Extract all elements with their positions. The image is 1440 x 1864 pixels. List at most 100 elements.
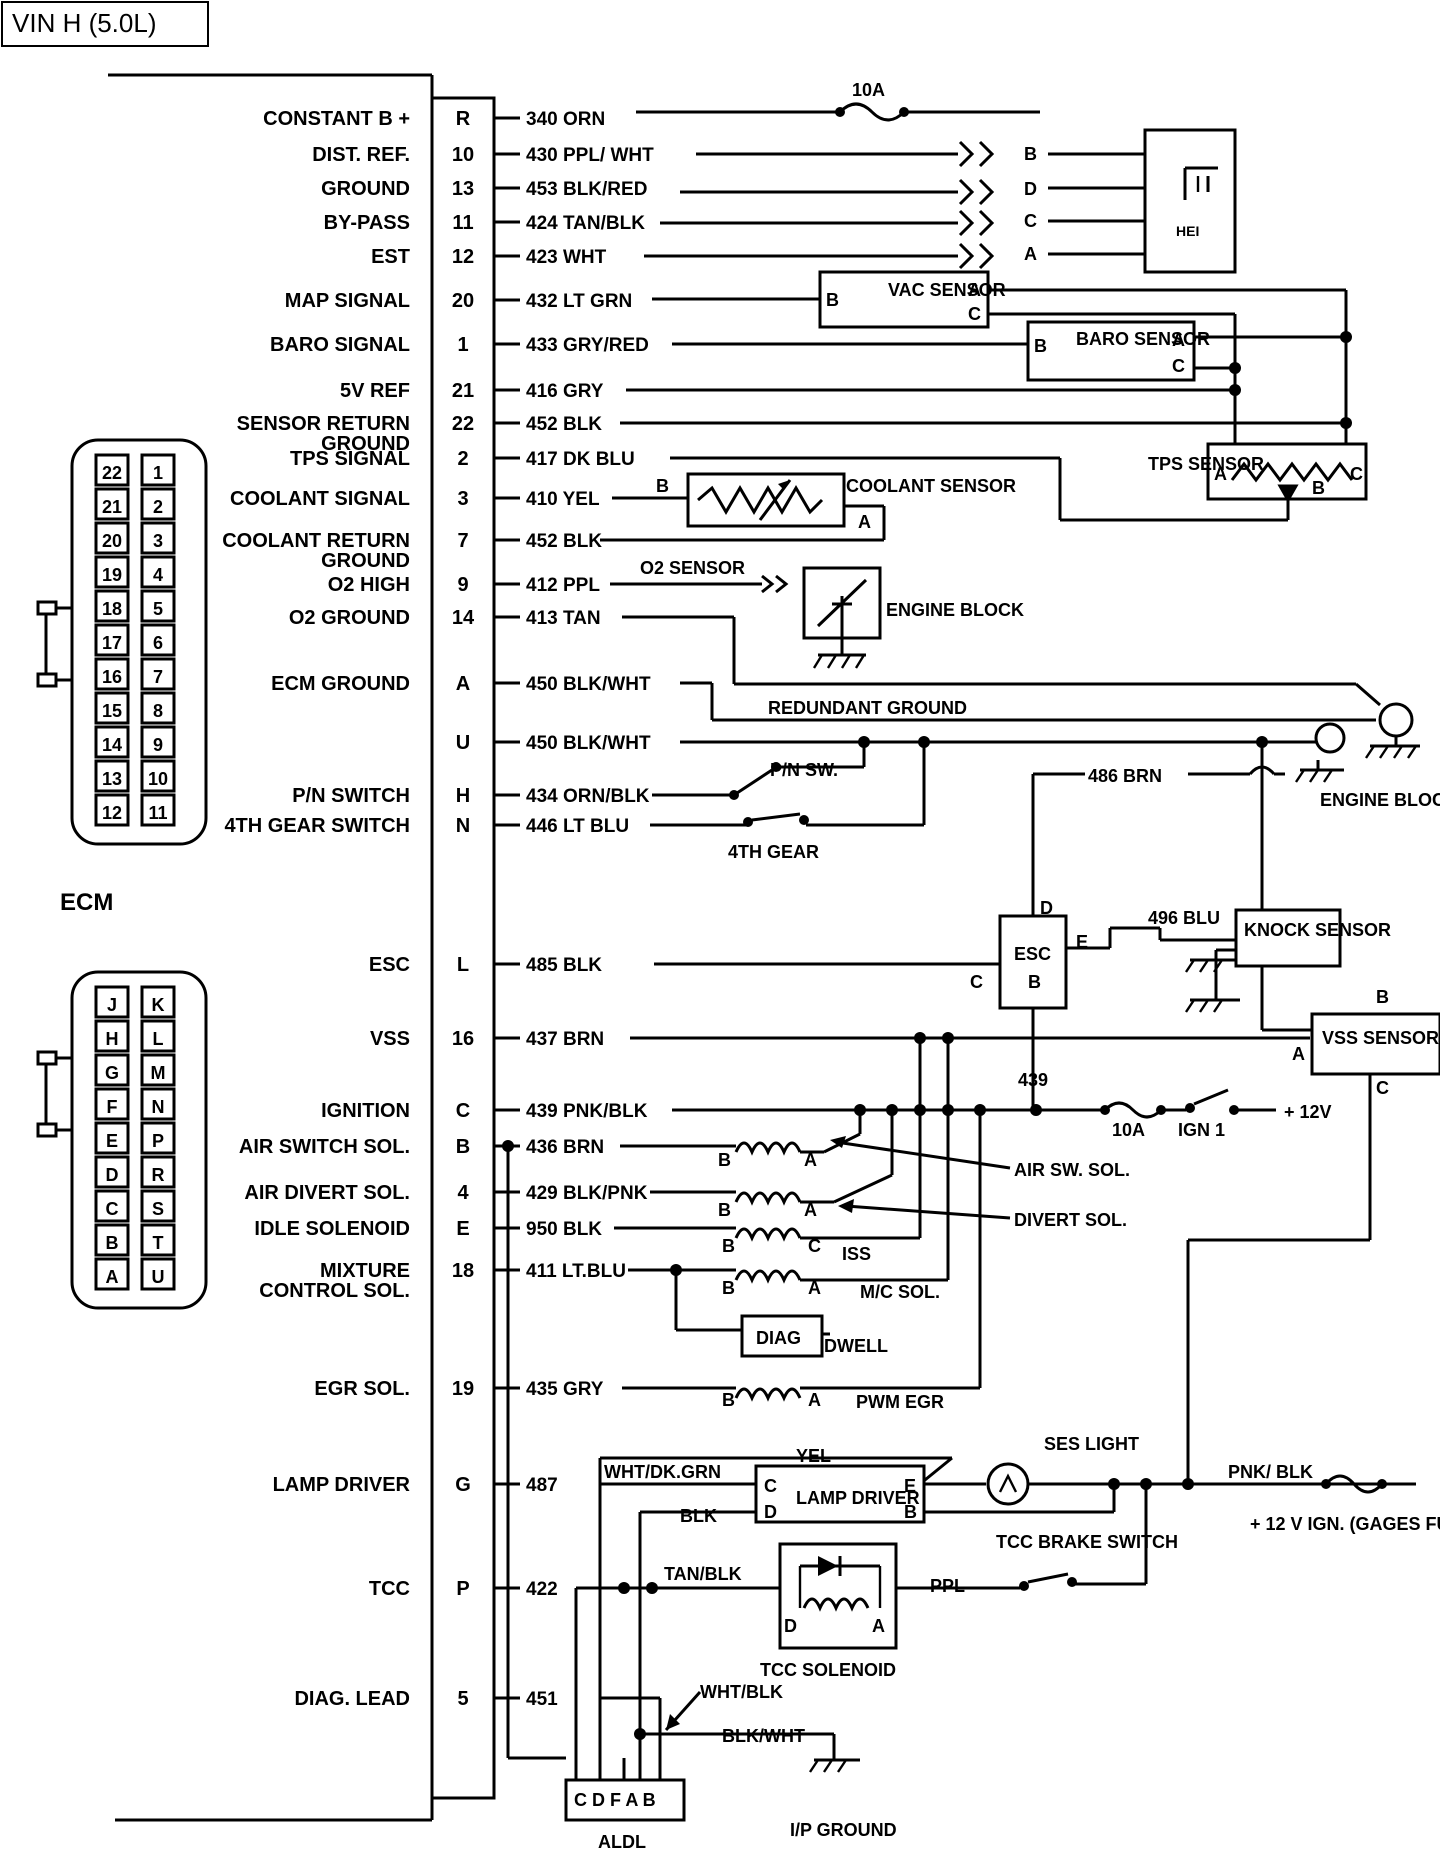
connector-cell: 7 <box>153 667 163 687</box>
iss-b: B <box>722 1236 735 1256</box>
terminal-pin: 16 <box>452 1028 474 1050</box>
iss-c: C <box>808 1236 821 1256</box>
terminal-pin: C <box>456 1100 470 1122</box>
terminal-pin: N <box>456 815 470 837</box>
wire-label: 417 DK BLU <box>526 449 635 470</box>
pwm-egr-label: PWM EGR <box>856 1392 944 1412</box>
connector-cell: 18 <box>102 599 122 619</box>
baro-sensor <box>672 320 1352 382</box>
wire-label: 436 BRN <box>526 1137 604 1158</box>
terminal-function: AIR SWITCH SOL. <box>239 1136 410 1158</box>
iss-label: ISS <box>842 1244 871 1264</box>
tcc-solenoid-label: TCC SOLENOID <box>760 1660 896 1680</box>
lamp-pin-d: D <box>764 1502 777 1522</box>
diag-label: DIAG <box>756 1328 801 1348</box>
connector-cell: 3 <box>153 531 163 551</box>
vac-sensor-label: VAC SENSOR <box>888 280 1006 300</box>
coolant-pin-b: B <box>656 476 669 496</box>
blk-wht-label: BLK/WHT <box>722 1726 805 1746</box>
tps-pin-c: C <box>1350 464 1363 484</box>
hei-pin-d: D <box>1024 179 1037 199</box>
hei-label: HEI <box>1176 223 1199 239</box>
esc-label: ESC <box>1014 944 1051 964</box>
connector-cell: B <box>106 1233 119 1253</box>
wire-label: 433 GRY/RED <box>526 335 649 356</box>
connector-cell: 1 <box>153 463 163 483</box>
wire-label: 416 GRY <box>526 381 604 402</box>
wire-label: 411 LT.BLU <box>526 1261 626 1282</box>
fuse-10a-ign-label: 10A <box>1112 1120 1145 1140</box>
wht-dkgrn-label: WHT/DK.GRN <box>604 1462 721 1482</box>
coolant-sensor-label: COOLANT SENSOR <box>846 476 1016 496</box>
connector-cell: 5 <box>153 599 163 619</box>
esc-module <box>654 765 1342 1110</box>
redundant-ground-label: REDUNDANT GROUND <box>768 698 967 718</box>
vss-pin-a: A <box>1292 1044 1305 1064</box>
wire-label: 435 GRY <box>526 1379 604 1400</box>
hei-pin-b: B <box>1024 144 1037 164</box>
title-box <box>1 1 209 47</box>
terminal-function: CONTROL SOL. <box>259 1280 410 1302</box>
connector-cell: J <box>107 995 117 1015</box>
ses-light-label: SES LIGHT <box>1044 1434 1139 1454</box>
vss-pin-c: C <box>1376 1078 1389 1098</box>
connector-cell: 17 <box>102 633 122 653</box>
terminal-function: EGR SOL. <box>314 1378 410 1400</box>
tps-label: TPS SENSOR <box>1148 454 1264 474</box>
connector-cell: 6 <box>153 633 163 653</box>
yel-label: YEL <box>796 1446 831 1466</box>
lamp-pin-b: B <box>904 1502 917 1522</box>
wire-label: 429 BLK/PNK <box>526 1183 648 1204</box>
connector-cell: E <box>106 1131 118 1151</box>
connector-cell: 4 <box>153 565 163 585</box>
blk-label: BLK <box>680 1506 717 1526</box>
connector-cell: 10 <box>148 769 168 789</box>
coolant-sensor <box>600 472 886 542</box>
egr-b: B <box>722 1390 735 1410</box>
knock-sensor-label: KNOCK SENSOR <box>1244 920 1391 940</box>
connector-cell: 20 <box>102 531 122 551</box>
connector-cell: G <box>105 1063 119 1083</box>
connector-cell: 21 <box>102 497 122 517</box>
tcc-pin-a: A <box>872 1616 885 1636</box>
connector-cell: S <box>152 1199 164 1219</box>
esc-pin-c: C <box>970 972 983 992</box>
connector-cell: F <box>107 1097 118 1117</box>
terminal-pin: R <box>456 108 471 130</box>
connector-cell: 16 <box>102 667 122 687</box>
connector-cell: 15 <box>102 701 122 721</box>
connector-cell: 8 <box>153 701 163 721</box>
terminal-pin: G <box>455 1474 471 1496</box>
terminal-pin: L <box>457 954 469 976</box>
terminal-function: AIR DIVERT SOL. <box>244 1182 410 1204</box>
divert-b: B <box>718 1200 731 1220</box>
fuse-10a-label: 10A <box>852 80 885 100</box>
pn-switch <box>650 742 926 827</box>
vac-pin-a: A <box>968 280 981 300</box>
mc-sol-label: M/C SOL. <box>860 1282 940 1302</box>
connector-cell: N <box>152 1097 165 1117</box>
baro-pin-a: A <box>1172 330 1185 350</box>
wire-label: 452 BLK <box>526 414 602 435</box>
connector-cell: 11 <box>148 803 167 823</box>
wire-label: 413 TAN <box>526 608 601 629</box>
air-sw-b: B <box>718 1150 731 1170</box>
wire-label: 950 BLK <box>526 1219 602 1240</box>
wire-label: 434 ORN/BLK <box>526 786 650 807</box>
wire-label: 340 ORN <box>526 109 605 130</box>
fourth-gear-label: 4TH GEAR <box>728 842 819 862</box>
terminal-pin: 13 <box>452 178 474 200</box>
wire-label: 422 <box>526 1579 558 1600</box>
terminal-function: IGNITION <box>321 1100 410 1122</box>
terminal-function: O2 HIGH <box>328 574 410 596</box>
terminal-pin: 12 <box>452 246 474 268</box>
connector-cell: A <box>106 1267 119 1287</box>
terminal-function: MAP SIGNAL <box>285 290 410 312</box>
terminal-function: P/N SWITCH <box>292 785 410 807</box>
terminal-function: VSS <box>370 1028 410 1050</box>
terminal-function: COOLANT RETURN <box>222 530 410 552</box>
terminal-function: GROUND <box>321 178 410 200</box>
aldl-pins-label: C D F A B <box>574 1790 656 1810</box>
